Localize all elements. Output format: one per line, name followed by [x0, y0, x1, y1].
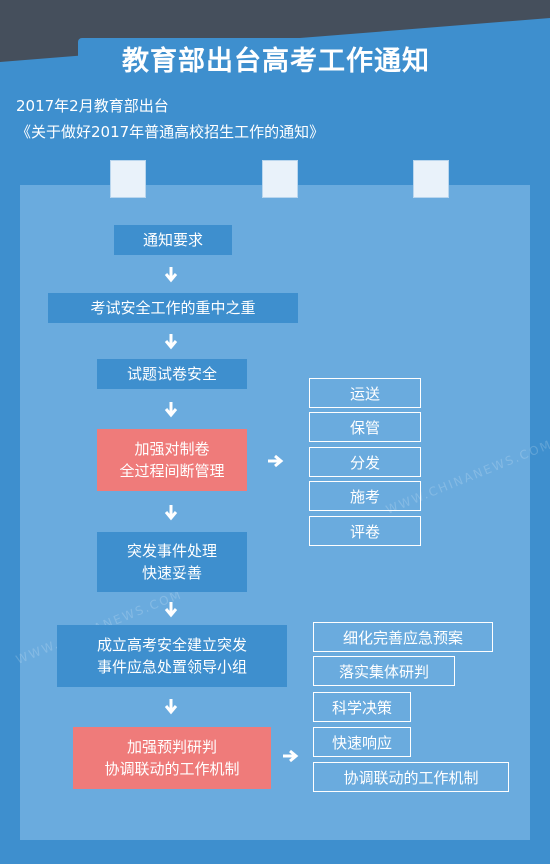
branch-item-contingency-plan: 细化完善应急预案: [313, 622, 493, 652]
flow-step-emergency: 突发事件处理 快速妥善: [97, 532, 247, 592]
binder-tab: [413, 160, 449, 198]
flow-step-production-control: 加强对制卷 全过程间断管理: [97, 429, 247, 491]
title-banner: [78, 38, 474, 86]
subtitle-date: 2017年2月教育部出台: [16, 97, 169, 115]
flow-step-leadership-group: 成立高考安全建立突发 事件应急处置领导小组: [57, 625, 287, 687]
branch-item-response: 快速响应: [313, 727, 411, 757]
right-arrow-icon: [268, 454, 284, 468]
down-arrow-icon: [164, 505, 178, 521]
branch-item-collective-review: 落实集体研判: [313, 656, 455, 686]
binder-tab: [262, 160, 298, 198]
flow-step-coordination: 加强预判研判 协调联动的工作机制: [73, 727, 271, 789]
subtitle-document: 《关于做好2017年普通高校招生工作的通知》: [16, 123, 325, 141]
flow-step-priority: 考试安全工作的重中之重: [48, 293, 298, 323]
down-arrow-icon: [164, 402, 178, 418]
right-arrow-icon: [283, 749, 299, 763]
branch-item-mechanism: 协调联动的工作机制: [313, 762, 509, 792]
down-arrow-icon: [164, 699, 178, 715]
binder-tab: [110, 160, 146, 198]
branch-item-exam: 施考: [309, 481, 421, 511]
flow-step-paper-security: 试题试卷安全: [97, 359, 247, 389]
branch-item-grading: 评卷: [309, 516, 421, 546]
branch-item-storage: 保管: [309, 412, 421, 442]
branch-item-distribution: 分发: [309, 447, 421, 477]
page-title: 教育部出台高考工作通知: [122, 46, 430, 77]
down-arrow-icon: [164, 602, 178, 618]
branch-item-decision: 科学决策: [313, 692, 411, 722]
flow-step-notice: 通知要求: [114, 225, 232, 255]
down-arrow-icon: [164, 334, 178, 350]
branch-item-transport: 运送: [309, 378, 421, 408]
down-arrow-icon: [164, 267, 178, 283]
